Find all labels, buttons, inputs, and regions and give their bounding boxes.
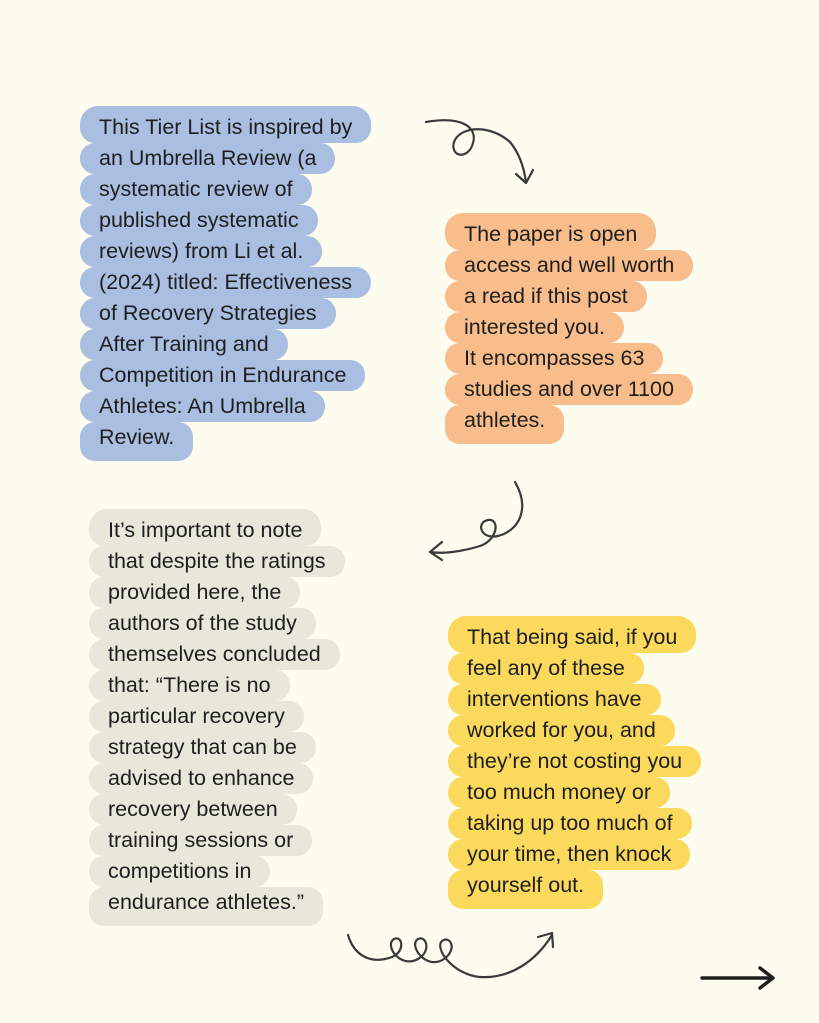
text-line: a read if this post <box>445 281 647 312</box>
text-line: yourself out. <box>448 870 604 909</box>
text-line: published systematic <box>80 205 318 236</box>
text-line: authors of the study <box>89 608 316 639</box>
text-line: access and well worth <box>445 250 694 281</box>
text-line: After Training and <box>80 329 288 360</box>
text-line: athletes. <box>445 405 565 444</box>
text-line: systematic review of <box>80 174 312 205</box>
text-line: advised to enhance <box>89 763 314 794</box>
text-line: that: “There is no <box>89 670 290 701</box>
text-line: themselves concluded <box>89 639 340 670</box>
text-line: worked for you, and <box>448 715 675 746</box>
text-line: It’s important to note <box>89 509 322 546</box>
text-line: interventions have <box>448 684 661 715</box>
text-line: studies and over 1100 <box>445 374 693 405</box>
next-arrow-icon[interactable] <box>700 964 780 992</box>
text-line: taking up too much of <box>448 808 692 839</box>
text-line: competitions in <box>89 856 271 887</box>
text-line: they’re not costing you <box>448 746 702 777</box>
text-line: endurance athletes.” <box>89 887 324 926</box>
text-line: recovery between <box>89 794 297 825</box>
text-line: too much money or <box>448 777 671 808</box>
curly-arrow-icon <box>424 119 535 185</box>
text-line: reviews) from Li et al. <box>80 236 323 267</box>
text-line: training sessions or <box>89 825 313 856</box>
text-line: strategy that can be <box>89 732 316 763</box>
text-line: your time, then knock <box>448 839 691 870</box>
text-line: interested you. <box>445 312 625 343</box>
text-line: It encompasses 63 <box>445 343 664 374</box>
text-line: Review. <box>80 422 194 461</box>
text-line: The paper is open <box>445 213 657 250</box>
text-line: an Umbrella Review (a <box>80 143 336 174</box>
text-line: of Recovery Strategies <box>80 298 336 329</box>
curly-arrow-icon <box>346 931 555 979</box>
curly-arrow-icon <box>428 480 524 562</box>
text-line: Athletes: An Umbrella <box>80 391 325 422</box>
text-line: This Tier List is inspired by <box>80 106 372 143</box>
text-line: that despite the ratings <box>89 546 345 577</box>
text-line: (2024) titled: Effectiveness <box>80 267 371 298</box>
text-line: provided here, the <box>89 577 301 608</box>
text-line: Competition in Endurance <box>80 360 366 391</box>
text-line: That being said, if you <box>448 616 697 653</box>
text-line: particular recovery <box>89 701 304 732</box>
text-line: feel any of these <box>448 653 644 684</box>
